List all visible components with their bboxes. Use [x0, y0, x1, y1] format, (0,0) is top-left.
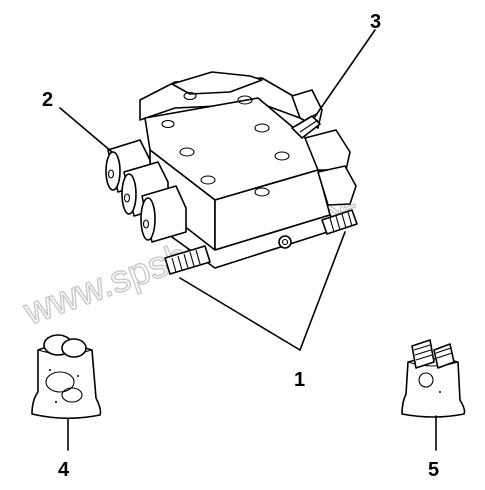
callout-label-3: 3: [370, 11, 381, 33]
leader-lines: [59, 29, 437, 451]
parts-bag-4: [31, 334, 102, 420]
parts-bag-5: [401, 339, 466, 418]
callout-label-5: 5: [428, 459, 439, 481]
callout-label-2: 2: [42, 89, 53, 111]
callout-label-1: 1: [294, 369, 305, 391]
valve-block-assembly: [105, 71, 358, 275]
callout-label-4: 4: [58, 459, 70, 481]
